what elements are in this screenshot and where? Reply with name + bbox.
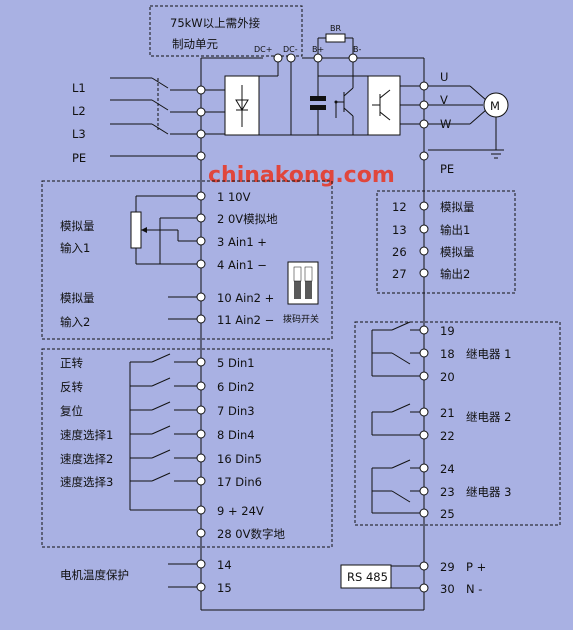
rs485-p-plus: P + [466,560,486,574]
relay-2-contact [391,403,411,413]
brake-note-line-2: 制动单元 [172,37,218,51]
terminal-24: 24 [440,462,455,476]
din-label-reverse: 反转 [60,380,83,394]
dc-capacitor-bottom [310,105,326,110]
dc-minus-terminal [286,53,296,63]
rs485-label: RS 485 [347,570,388,584]
relay-3-contact [391,459,411,469]
din-label-speed-2: 速度选择2 [60,452,113,466]
terminal-15: 15 [217,581,232,595]
terminal-19: 19 [440,324,455,338]
terminal-10-ain2-plus: 10 Ain2 + [217,291,274,305]
terminal-5-din1: 5 Din1 [217,356,255,370]
terminal-30: 30 [440,582,455,596]
brake-note-box [149,5,303,57]
analog-in-2-line-1: 模拟量 [60,291,95,305]
input-label-l2: L2 [72,104,86,118]
terminal-12: 12 [392,200,407,214]
analog-out-2-line-1: 模拟量 [440,245,475,259]
analog-out-1-line-1: 模拟量 [440,200,475,214]
terminal-11-ain2-minus: 11 Ain2 − [217,313,274,327]
main-switch-blade-3 [151,123,169,135]
terminal-21: 21 [440,406,455,420]
input-label-pe: PE [72,151,86,165]
analog-in-1-line-2: 输入1 [60,241,90,255]
terminal-22: 22 [440,429,455,443]
terminal-1-10v: 1 10V [217,190,251,204]
terminal-28-0v-digital: 28 0V数字地 [217,527,285,541]
terminal-26: 26 [392,245,407,259]
br-label: BR [330,24,341,33]
rs485-box [340,564,392,589]
terminal-14: 14 [217,558,232,572]
terminal-7-din3: 7 Din3 [217,404,255,418]
output-label-u: U [440,70,448,84]
input-label-l3: L3 [72,127,86,141]
rs485-n-minus: N - [466,582,482,596]
terminal-20: 20 [440,370,455,384]
input-label-l1: L1 [72,81,86,95]
relay-3-label: 继电器 3 [466,485,511,499]
din-label-speed-3: 速度选择3 [60,475,113,489]
main-switch-blade-2 [151,99,169,111]
terminal-9-24v: 9 + 24V [217,504,264,518]
terminal-2-0v-analog: 2 0V模拟地 [217,212,278,226]
watermark: chinakong.com [208,163,395,188]
output-label-v: V [440,93,448,107]
potentiometer [130,211,142,249]
output-label-pe: PE [440,162,454,176]
b-plus-terminal [313,53,323,63]
terminal-8-din4: 8 Din4 [217,428,255,442]
b-minus-terminal [348,53,358,63]
dc-plus-terminal [273,53,283,63]
dip-switch-label: 拨码开关 [283,313,319,325]
terminal-16-din5: 16 Din5 [217,452,262,466]
analog-input-box [41,180,333,340]
dc-plus-label: DC+ [254,45,272,54]
relay-1-label: 继电器 1 [466,347,511,361]
terminal-27: 27 [392,267,407,281]
analog-out-1-line-2: 输出1 [440,223,470,237]
motor-label: M [490,99,500,113]
relay-box [354,321,561,526]
brake-resistor [325,33,346,43]
din-label-forward: 正转 [60,356,83,370]
terminal-3-ain1-plus: 3 Ain1 + [217,235,267,249]
terminal-6-din2: 6 Din2 [217,380,255,394]
dc-minus-label: DC- [283,45,298,54]
terminal-23: 23 [440,485,455,499]
motor-temp-label: 电机温度保护 [60,568,129,582]
analog-in-1-line-1: 模拟量 [60,219,95,233]
dc-capacitor-top [310,96,326,101]
analog-out-2-line-2: 输出2 [440,267,470,281]
brake-note-line-1: 75kW以上需外接 [170,16,261,30]
terminal-25: 25 [440,507,455,521]
main-switch-blade-1 [151,77,169,89]
dip-switch [287,261,319,305]
terminal-4-ain1-minus: 4 Ain1 − [217,258,267,272]
relay-1-contact [391,321,411,331]
din-label-speed-1: 速度选择1 [60,428,113,442]
digital-input-box [41,348,333,548]
analog-in-2-line-2: 输入2 [60,315,90,329]
din-label-reset: 复位 [60,404,83,418]
terminal-13: 13 [392,223,407,237]
relay-2-label: 继电器 2 [466,410,511,424]
terminal-29: 29 [440,560,455,574]
b-minus-label: B- [353,45,361,54]
terminal-17-din6: 17 Din6 [217,475,262,489]
terminal-18: 18 [440,347,455,361]
